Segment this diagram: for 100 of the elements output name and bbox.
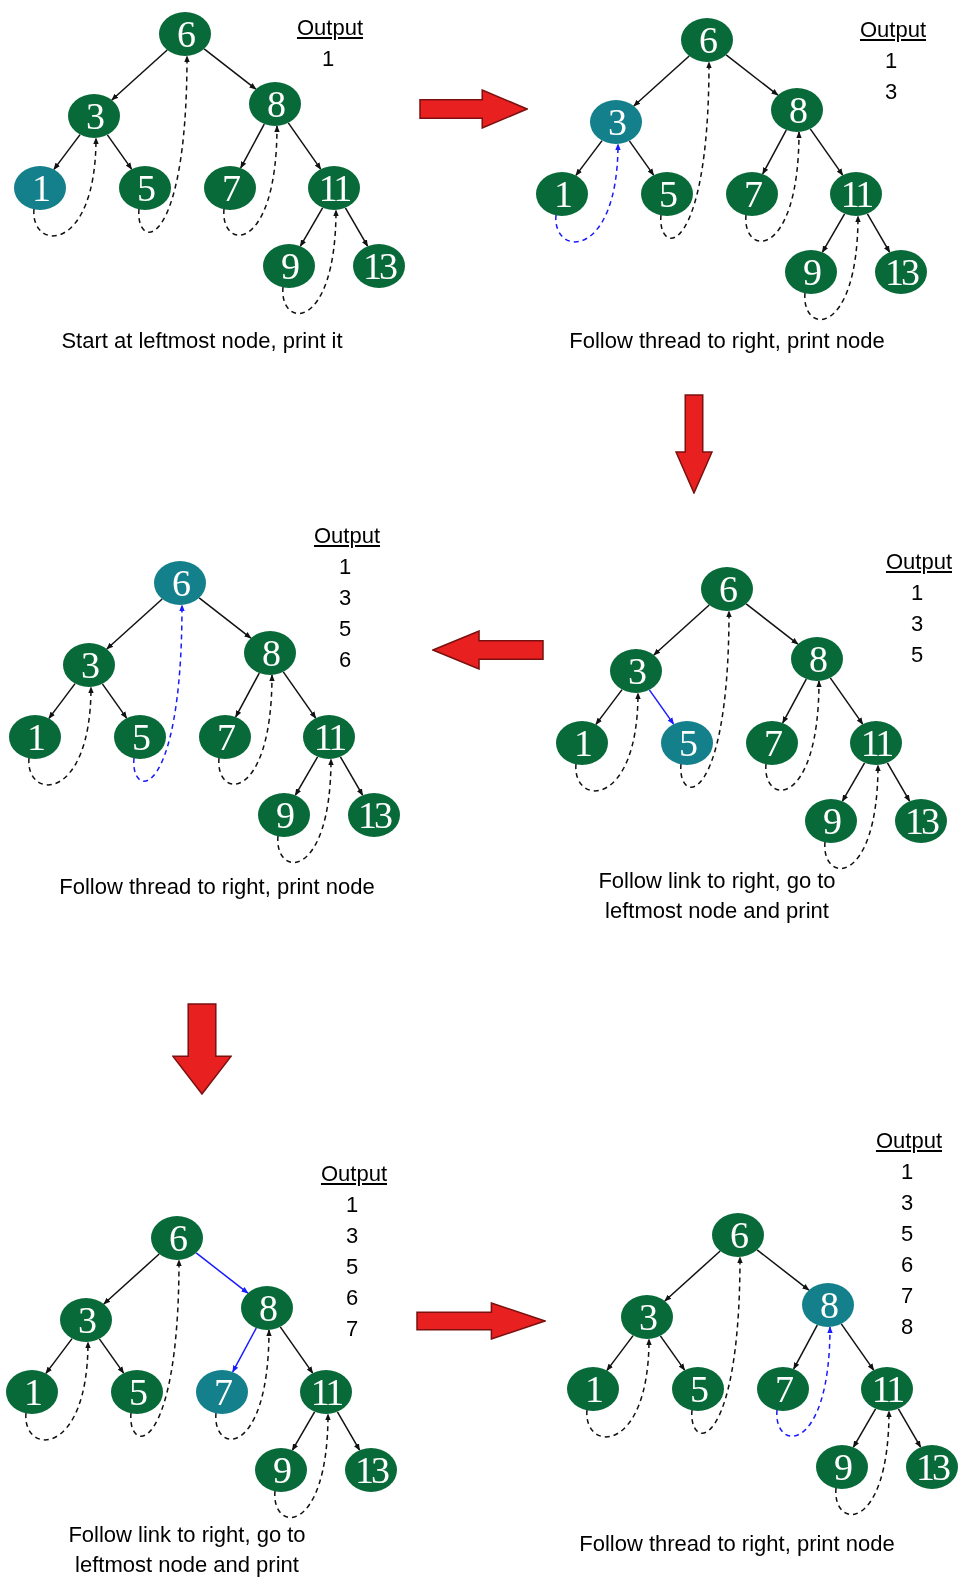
- output-value: 1: [899, 1158, 915, 1186]
- tree-node: 13: [345, 1448, 397, 1492]
- arrow: [232, 1327, 257, 1373]
- arrow: [195, 1252, 249, 1294]
- thread-arrow: [555, 143, 621, 243]
- tree-node: 9: [816, 1445, 868, 1489]
- arrow: [659, 1335, 686, 1371]
- tree-node: 7: [199, 715, 251, 759]
- arrow: [103, 1253, 160, 1305]
- thread-arrow: [835, 1410, 892, 1515]
- arrow: [101, 683, 128, 719]
- tree-node: 6: [159, 12, 211, 56]
- tree-node: 7: [726, 172, 778, 216]
- output-value: 8: [899, 1313, 915, 1341]
- thread-arrow: [824, 764, 881, 869]
- arrow: [664, 1250, 721, 1302]
- tree-node: 13: [906, 1445, 958, 1489]
- tree-node: 1: [6, 1370, 58, 1414]
- output-value: 1: [337, 553, 353, 581]
- tree-node: 6: [712, 1213, 764, 1257]
- output-value: 3: [337, 584, 353, 612]
- output-value: 1: [883, 47, 899, 75]
- arrow: [53, 133, 81, 171]
- tree-node: 8: [771, 88, 823, 132]
- tree-node: 3: [621, 1295, 673, 1339]
- step-caption: Start at leftmost node, print it: [60, 327, 344, 355]
- tree-node: 8: [249, 82, 301, 126]
- arrow: [279, 1326, 314, 1374]
- thread-arrow: [28, 686, 94, 786]
- tree-node: 13: [353, 244, 405, 288]
- tree-node: 6: [681, 18, 733, 62]
- arrow: [648, 689, 675, 725]
- output-heading: Output: [295, 14, 364, 42]
- step-caption: Follow thread to right, print node: [58, 873, 376, 901]
- tree-node: 3: [63, 643, 115, 687]
- tree-node: 7: [196, 1370, 248, 1414]
- arrow: [745, 603, 799, 645]
- tree-node: 1: [567, 1367, 619, 1411]
- output-value: 6: [344, 1284, 360, 1312]
- arrow: [762, 129, 787, 175]
- thread-arrow: [277, 758, 334, 863]
- output-value: 7: [899, 1282, 915, 1310]
- thread-arrow: [218, 674, 275, 785]
- tree-node: 7: [204, 166, 256, 210]
- arrow: [299, 207, 324, 247]
- arrow: [575, 139, 603, 177]
- thread-arrow: [33, 137, 99, 237]
- tree-node: 5: [114, 715, 166, 759]
- tree-node: 1: [556, 721, 608, 765]
- tree-node: 11: [300, 1370, 352, 1414]
- step-caption: Follow link to right, go to leftmost node and print: [597, 867, 837, 925]
- tree-node: 5: [661, 721, 713, 765]
- tree-node: 11: [830, 172, 882, 216]
- arrow: [48, 682, 76, 720]
- arrow: [287, 122, 322, 170]
- arrow: [294, 756, 319, 796]
- output-value: 1: [909, 579, 925, 607]
- arrow: [291, 1411, 316, 1451]
- thread-arrow: [680, 610, 732, 788]
- arrow: [344, 207, 369, 247]
- tree-node: 13: [348, 793, 400, 837]
- tree-node: 5: [672, 1367, 724, 1411]
- tree-node: 9: [258, 793, 310, 837]
- tree-node: 7: [757, 1367, 809, 1411]
- tree-node: 9: [255, 1448, 307, 1492]
- tree-node: 6: [154, 561, 206, 605]
- step-caption: Follow link to right, go to leftmost node and print: [67, 1521, 307, 1579]
- step-caption: Follow thread to right, print node: [568, 327, 886, 355]
- tree-node: 1: [536, 172, 588, 216]
- tree-node: 8: [241, 1286, 293, 1330]
- thread-arrow: [223, 125, 280, 236]
- tree-node: 3: [68, 94, 120, 138]
- thread-arrow: [138, 55, 190, 233]
- arrow: [782, 678, 807, 724]
- output-value: 5: [344, 1253, 360, 1281]
- arrow: [98, 1338, 125, 1374]
- thread-arrow: [804, 215, 861, 320]
- thread-arrow: [586, 1338, 652, 1438]
- thread-arrow: [765, 680, 822, 791]
- thread-arrow: [133, 604, 185, 782]
- arrow: [886, 762, 911, 802]
- arrow: [595, 688, 623, 726]
- arrow: [793, 1324, 818, 1370]
- output-value: 7: [344, 1315, 360, 1343]
- step-caption: Follow thread to right, print node: [578, 1530, 896, 1558]
- thread-arrow: [130, 1259, 182, 1437]
- arrow: [336, 1411, 361, 1451]
- tree-node: 13: [875, 250, 927, 294]
- output-value: 6: [899, 1251, 915, 1279]
- arrow: [866, 213, 891, 253]
- tree-node: 6: [701, 567, 753, 611]
- output-value: 1: [344, 1191, 360, 1219]
- thread-arrow: [691, 1256, 743, 1434]
- arrow: [282, 671, 317, 719]
- arrow: [653, 604, 710, 656]
- arrow: [45, 1337, 73, 1375]
- arrow: [840, 1323, 875, 1371]
- thread-arrow: [25, 1341, 91, 1441]
- tree-node: 13: [895, 799, 947, 843]
- tree-node: 11: [861, 1367, 913, 1411]
